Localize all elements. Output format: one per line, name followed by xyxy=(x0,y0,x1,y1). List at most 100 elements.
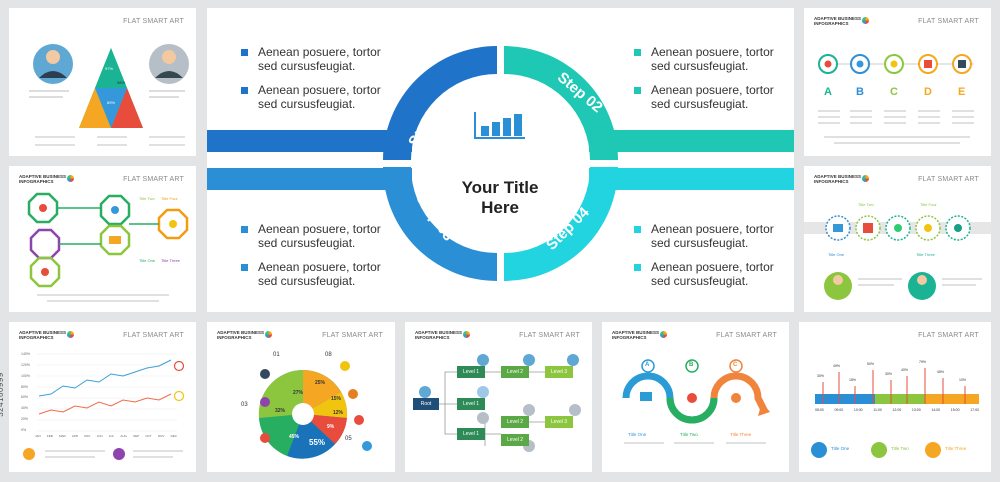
bullet-square xyxy=(241,226,248,233)
x-tick: AUG xyxy=(120,434,127,438)
donut-seg-3: 27% xyxy=(293,390,304,396)
persona-title-1: Title Two xyxy=(858,202,874,207)
slide-main-steps[interactable]: Step 01 Step 02 Step 03 Step 04 Your Tit… xyxy=(207,8,794,312)
x-tick: MAR xyxy=(58,434,66,438)
slide-title: FLAT SMART ART xyxy=(123,18,184,25)
timeline-pct: 79% xyxy=(919,360,927,364)
y-tick: 0% xyxy=(21,427,27,432)
timeline-title-1: Title One xyxy=(831,446,850,451)
y-axis-labels: 140% 120% 100% 80% 60% 40% 20% 0% xyxy=(21,352,35,432)
org-connectors xyxy=(419,354,581,452)
slide-thumb-timeline[interactable]: FLAT SMART ART 30% 49% 18% 50% 30% 40% 7… xyxy=(799,322,991,472)
slide-title: FLAT SMART ART xyxy=(123,176,184,183)
slide-thumb-pyramid[interactable]: FLAT SMART ART 97% 98% 89% xyxy=(9,8,196,156)
persona-title-4: Title Three xyxy=(916,252,935,257)
org-root-node[interactable]: Root xyxy=(413,398,439,410)
letter-a: A xyxy=(824,86,832,98)
pyramid-graphic xyxy=(29,44,189,146)
org-level2-node[interactable]: Level 2 xyxy=(501,416,529,428)
center-title-line1: Your Title xyxy=(461,178,539,197)
line-chart-graphic xyxy=(23,353,185,460)
time-tick: 10:00 xyxy=(853,408,863,412)
y-tick: 140% xyxy=(21,352,30,356)
org-level2-node[interactable]: Level 2 xyxy=(501,434,529,446)
arrow-title-2: Title Two xyxy=(680,432,698,437)
timeline-title-3: Title Three xyxy=(945,446,967,451)
donut-label-01: 01 xyxy=(273,352,280,358)
org-level3-node[interactable]: Level 3 xyxy=(545,366,573,378)
pyramid-percent-2: 98% xyxy=(117,80,126,85)
timeline-pct: 10% xyxy=(959,378,967,382)
x-tick: MAY xyxy=(84,434,91,438)
step-title-a: Title Two xyxy=(139,196,155,201)
org-level1-node[interactable]: Level 1 xyxy=(457,366,485,378)
slide-title: FLAT SMART ART xyxy=(716,332,777,339)
bullet-square xyxy=(241,264,248,271)
donut-label-08: 08 xyxy=(325,352,332,358)
bullet-square xyxy=(634,87,641,94)
pyramid-percent-1: 97% xyxy=(105,66,114,71)
time-tick: 08:00 xyxy=(815,408,824,412)
x-tick: FEB xyxy=(46,434,53,438)
x-tick: DEC xyxy=(170,434,177,438)
org-level1-node[interactable]: Level 1 xyxy=(457,428,485,440)
timeline-pct: 18% xyxy=(849,378,857,382)
time-tick: 17:00 xyxy=(970,408,979,412)
time-tick: 15:00 xyxy=(950,408,960,412)
brand-logo-icon xyxy=(67,331,74,338)
slide-title: FLAT SMART ART xyxy=(918,332,979,339)
org-level2-node[interactable]: Level 2 xyxy=(501,366,529,378)
brand-logo-icon xyxy=(862,17,869,24)
x-tick: APR xyxy=(71,434,79,438)
timeline-title-2: Title Two xyxy=(891,446,909,451)
bullet-square xyxy=(634,226,641,233)
slide-title: FLAT SMART ART xyxy=(322,332,383,339)
x-tick: JUL xyxy=(108,434,115,438)
letters-graphic xyxy=(818,54,974,144)
persona-title-3: Title One xyxy=(828,252,845,257)
donut-seg-4: 12% xyxy=(333,410,344,416)
letter-c: C xyxy=(890,86,898,98)
bullet-square xyxy=(634,264,641,271)
step-title-b: Title Four xyxy=(161,196,178,201)
y-tick: 80% xyxy=(21,384,29,389)
brand-logo-icon xyxy=(265,331,272,338)
slide-title: FLAT SMART ART xyxy=(123,332,184,339)
pyramid-percent-3: 89% xyxy=(107,100,116,105)
y-tick: 40% xyxy=(21,406,29,411)
bullet-square xyxy=(634,49,641,56)
arrow-letter-c: C xyxy=(733,362,738,368)
donut-label-05: 05 xyxy=(345,436,352,442)
arrow-title-3: Title Three xyxy=(730,432,752,437)
timeline-pct: 30% xyxy=(885,372,893,376)
watermark-id: 324160999 xyxy=(0,372,5,417)
donut-seg-1: 25% xyxy=(315,380,326,386)
time-tick: 14:00 xyxy=(931,408,941,412)
time-tick: 13:00 xyxy=(911,408,921,412)
time-tick: 12:00 xyxy=(892,408,902,412)
donut-seg-7: 45% xyxy=(289,434,300,440)
center-title: Your Title Here xyxy=(435,178,565,218)
timeline-times: 08:00 09:00 10:00 11:00 12:00 13:00 14:0… xyxy=(815,408,979,412)
org-level3-node[interactable]: Level 3 xyxy=(545,416,573,428)
bar-chart-icon xyxy=(474,112,525,139)
slide-title: FLAT SMART ART xyxy=(918,18,979,25)
letter-e: E xyxy=(958,86,966,98)
persona-title-2: Title Four xyxy=(920,202,937,207)
org-level1-node[interactable]: Level 1 xyxy=(457,398,485,410)
time-tick: 09:00 xyxy=(834,408,844,412)
